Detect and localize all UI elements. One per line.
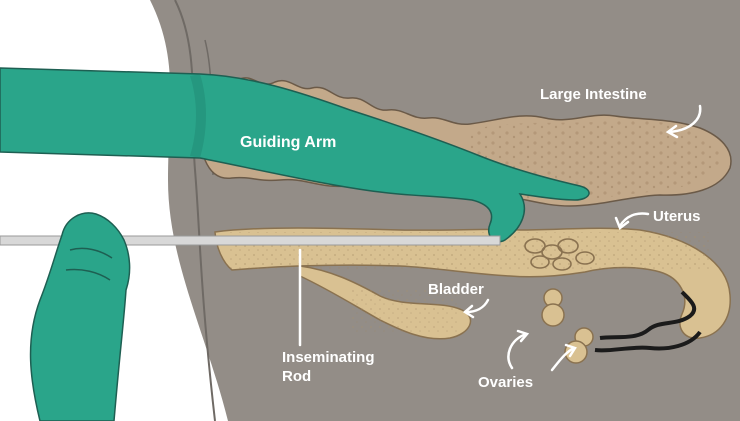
label-uterus: Uterus xyxy=(653,208,701,225)
label-bladder: Bladder xyxy=(428,281,484,298)
label-rod: Rod xyxy=(282,368,311,385)
label-ovaries: Ovaries xyxy=(478,374,533,391)
label-guiding-arm: Guiding Arm xyxy=(240,134,336,151)
body-cavity-background xyxy=(150,0,740,421)
label-large-intestine: Large Intestine xyxy=(540,86,647,103)
label-inseminating: Inseminating xyxy=(282,349,375,366)
